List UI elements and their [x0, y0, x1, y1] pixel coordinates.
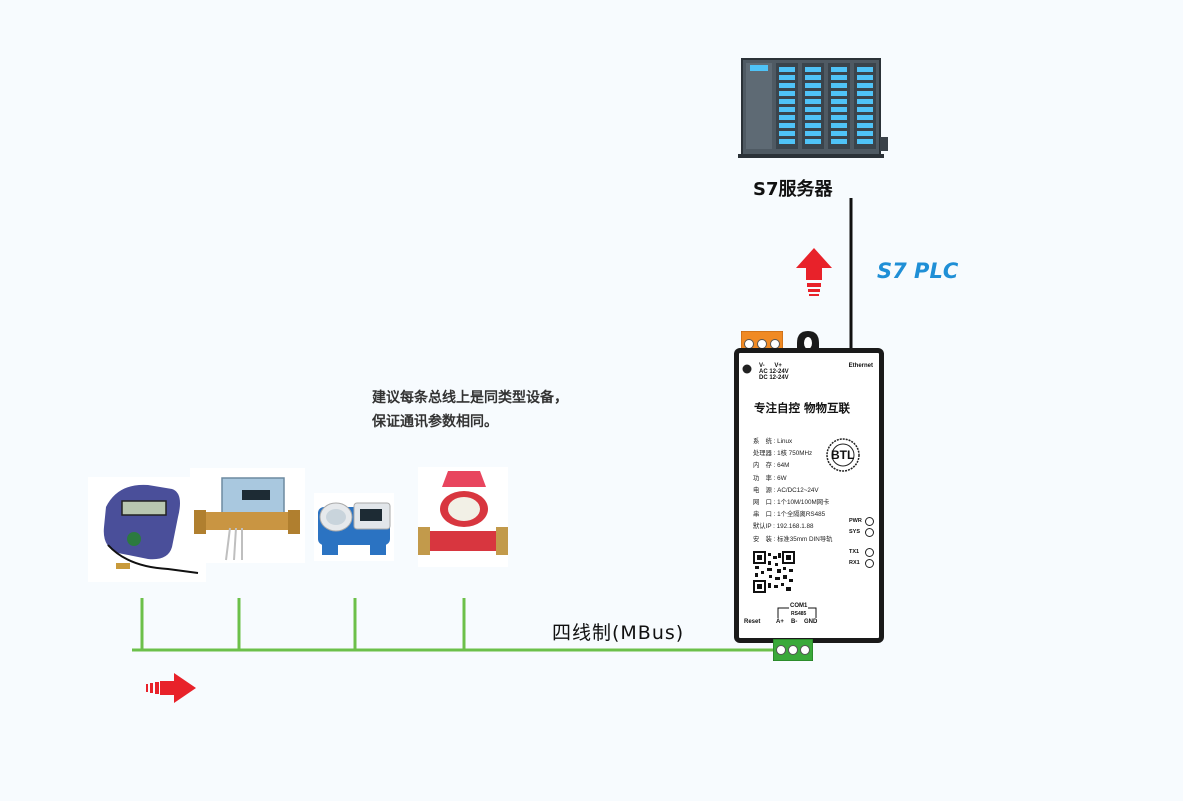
v-plus-label: V+ — [774, 363, 782, 369]
mbus-line — [132, 598, 775, 652]
gnd-label: GND — [804, 619, 818, 625]
led-label-rx1: RX1 — [849, 560, 860, 566]
led-label-pwr: PWR — [849, 518, 862, 524]
ethernet-port-label: Ethernet — [848, 363, 873, 369]
btl-badge-text: BTL — [831, 448, 855, 462]
spec-line: 功 率 : 6W — [753, 474, 787, 482]
spec-line: 处理器 : 1核 750MHz — [753, 450, 813, 458]
plc-rack-icon — [738, 58, 888, 158]
ethernet-link — [849, 198, 853, 358]
dc-label: DC 12-24V — [759, 375, 789, 381]
ac-label: AC 12-24V — [759, 369, 789, 375]
led-label-sys: SYS — [849, 529, 861, 535]
spec-line: 电 源 : AC/DC12~24V — [753, 486, 819, 494]
power-terminal — [741, 331, 783, 353]
bus-note-line2: 保证通讯参数相同。 — [372, 414, 498, 430]
heat-meter-icon — [88, 477, 206, 582]
a-plus-label: A+ — [776, 619, 784, 625]
power-labels: V- V+ AC 12-24V DC 12-24V — [759, 363, 789, 381]
led-tx1-icon — [865, 548, 874, 557]
red-water-meter-icon — [418, 467, 508, 567]
smart-water-meter-icon — [314, 493, 394, 561]
ultrasonic-meter-icon — [190, 468, 305, 563]
bus-note-line1: 建议每条总线上是同类型设备， — [372, 390, 568, 406]
protocol-label: S7 PLC — [877, 259, 959, 283]
spec-line: 内 存 : 64M — [753, 462, 790, 470]
gateway-device: V- V+ AC 12-24V DC 12-24V Ethernet 专注自控 … — [737, 351, 881, 640]
spec-line: 网 口 : 1个10M/100M网卡 — [753, 499, 830, 506]
bus-label: 四线制(MBus) — [552, 622, 685, 644]
upload-arrow-icon — [796, 248, 832, 296]
led-rx1-icon — [865, 559, 874, 568]
reset-label: Reset — [744, 619, 761, 625]
led-sys-icon — [865, 528, 874, 537]
rs485-label: RS485 — [791, 611, 807, 617]
spec-line: 安 装 : 标准35mm DIN导轨 — [753, 535, 833, 543]
mounting-hole — [797, 331, 819, 355]
device-brand: 专注自控 物物互联 — [754, 401, 851, 415]
led-label-tx1: TX1 — [849, 549, 860, 555]
server-label: S7服务器 — [753, 179, 833, 200]
com1-label: COM1 — [789, 603, 809, 609]
led-pwr-icon — [865, 517, 874, 526]
data-flow-arrow-icon — [146, 673, 196, 703]
b-minus-label: B- — [791, 619, 798, 625]
bus-note: 建议每条总线上是同类型设备， 保证通讯参数相同。 — [372, 386, 568, 434]
rs485-terminal — [773, 639, 813, 661]
v-minus-label: V- — [759, 363, 765, 369]
ground-icon — [742, 364, 752, 374]
spec-line: 系 统 : Linux — [753, 438, 793, 445]
qr-code-icon — [753, 551, 795, 593]
btl-badge-icon — [826, 438, 860, 472]
spec-line: 默认IP : 192.168.1.88 — [753, 523, 814, 531]
spec-line: 串 口 : 1个全隔离RS485 — [753, 511, 826, 519]
